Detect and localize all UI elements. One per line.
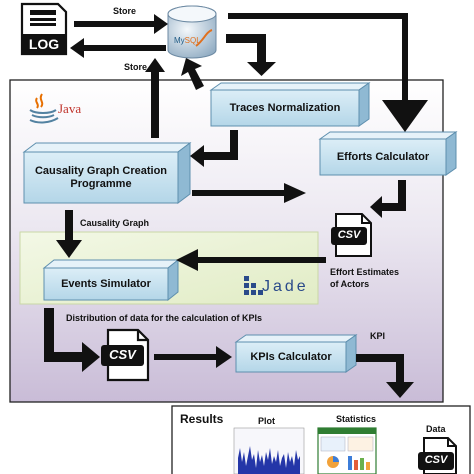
events-simulator-box — [42, 258, 180, 302]
plot-thumbnail — [233, 427, 305, 474]
causality-graph-caption: Causality Graph — [80, 218, 150, 228]
arrow-traces-to-db — [181, 58, 204, 90]
efforts-calculator-box — [318, 131, 458, 176]
statistics-thumbnail — [317, 427, 377, 474]
kpi-label: KPI — [370, 331, 386, 341]
arrow-csv-to-kpis — [154, 346, 232, 368]
arrow-causality-to-db — [145, 58, 165, 138]
arrow-causality-to-events — [56, 210, 82, 258]
kpis-calculator-label: KPIs Calculator — [250, 350, 332, 363]
db-label-part-a: My — [174, 36, 185, 45]
causality-graph-label: Causality Graph Creation Programme — [24, 152, 178, 203]
arrow-db-to-log — [70, 38, 166, 58]
plot-label: Plot — [258, 416, 275, 426]
arrow-causality-to-efforts — [192, 183, 306, 203]
csv-mid-label: CSV — [109, 347, 136, 362]
results-title: Results — [180, 412, 224, 426]
arrow-csv-to-events — [176, 249, 326, 271]
csv-file-icon-mid — [101, 328, 150, 382]
csv-top-label: CSV — [337, 229, 361, 241]
data-label: Data — [426, 424, 446, 434]
java-label: Java — [58, 101, 82, 116]
arrow-db-to-efforts — [228, 13, 428, 132]
mysql-database-icon — [167, 5, 217, 59]
csv-file-icon-top — [331, 213, 372, 257]
jade-label: Jade — [262, 278, 309, 295]
db-label-part-b: SQL — [184, 36, 201, 45]
db-label: MySQL — [174, 36, 201, 45]
arrow-kpis-to-results — [356, 354, 414, 398]
store-label-mid: Store — [124, 62, 148, 72]
arrow-events-to-csv — [44, 308, 100, 372]
kpis-calculator-box — [234, 334, 358, 373]
causality-graph-box — [22, 142, 192, 204]
distribution-label: Distribution of data for the calculation… — [66, 313, 263, 323]
csv-file-icon-bottom — [418, 437, 457, 474]
store-label-top: Store — [113, 6, 137, 16]
statistics-label: Statistics — [336, 414, 377, 424]
causality-box-line2: Programme — [70, 177, 132, 190]
causality-box-line1: Causality Graph Creation — [34, 164, 168, 177]
traces-normalization-box — [209, 82, 371, 127]
efforts-calculator-label: Efforts Calculator — [336, 150, 430, 163]
events-simulator-label: Events Simulator — [61, 277, 151, 290]
log-file-icon — [20, 2, 68, 56]
csv-bottom-label: CSV — [424, 454, 448, 466]
traces-normalization-label: Traces Normalization — [229, 101, 341, 114]
arrow-efforts-to-csv — [370, 180, 406, 218]
arrow-db-to-traces — [226, 34, 276, 76]
effort-estimates-label: Effort Estimates of Actors — [330, 266, 399, 290]
arrow-log-to-db — [74, 14, 168, 34]
jade-logo-icon — [244, 276, 263, 295]
arrow-traces-to-causality — [190, 130, 238, 167]
java-logo-icon — [29, 93, 59, 124]
log-label: LOG — [28, 36, 60, 52]
effort-estimates-line1: Effort Estimates — [330, 267, 400, 277]
effort-estimates-line2: of Actors — [330, 279, 370, 289]
